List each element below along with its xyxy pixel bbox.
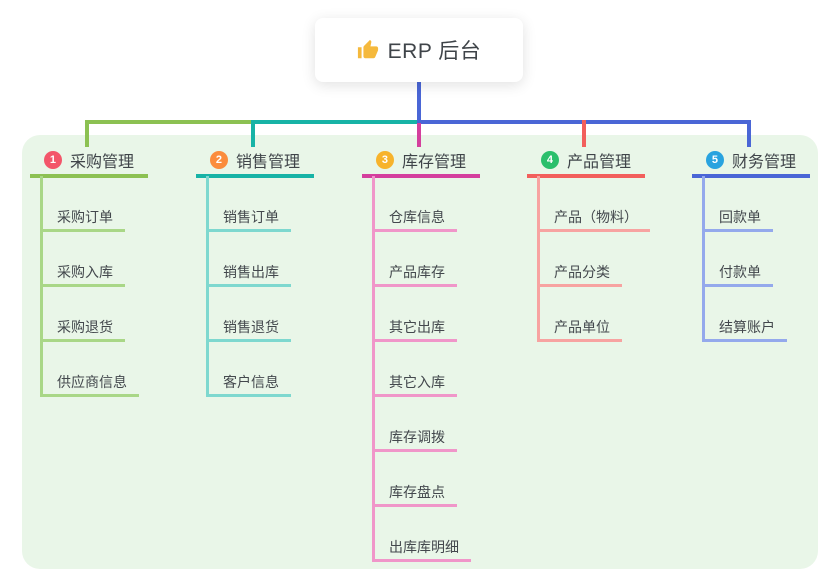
branch-node-5[interactable]: 5 财务管理 — [692, 146, 810, 174]
branch-underline — [196, 174, 314, 178]
child-node[interactable]: 其它出库 — [372, 316, 457, 342]
child-node[interactable]: 客户信息 — [206, 371, 291, 397]
branch-node-3[interactable]: 3 库存管理 — [362, 146, 480, 174]
children-vertical-line — [702, 176, 705, 342]
bus-segment-teal — [251, 120, 419, 124]
child-node[interactable]: 销售订单 — [206, 206, 291, 232]
root-node-label: ERP 后台 — [387, 40, 482, 63]
branch-title-label: 销售管理 — [235, 154, 300, 171]
child-node[interactable]: 采购订单 — [40, 206, 125, 232]
branch-node-2[interactable]: 2 销售管理 — [196, 146, 314, 174]
branch-title-label: 采购管理 — [69, 154, 134, 171]
child-node[interactable]: 出库库明细 — [372, 536, 471, 562]
branch-number-badge: 5 — [705, 151, 724, 169]
mindmap-background-panel — [22, 135, 818, 569]
branch-underline — [30, 174, 148, 178]
branch-title-label: 库存管理 — [401, 154, 466, 171]
child-node[interactable]: 回款单 — [702, 206, 773, 232]
children-vertical-line — [372, 176, 375, 562]
child-node[interactable]: 供应商信息 — [40, 371, 139, 397]
branch-drop-line — [582, 120, 586, 147]
branch-underline — [362, 174, 480, 178]
trunk-line — [417, 82, 421, 124]
child-node[interactable]: 产品单位 — [537, 316, 622, 342]
branch-drop-line — [417, 123, 421, 147]
branch-number-badge: 2 — [209, 151, 228, 169]
branch-drop-line — [85, 120, 89, 147]
child-node[interactable]: 仓库信息 — [372, 206, 457, 232]
child-node[interactable]: 库存盘点 — [372, 481, 457, 507]
thumbs-up-icon — [357, 39, 378, 59]
child-node[interactable]: 产品（物料） — [537, 206, 650, 232]
branch-number-badge: 1 — [43, 151, 62, 169]
child-node[interactable]: 产品分类 — [537, 261, 622, 287]
branch-number-badge: 4 — [540, 151, 559, 169]
child-node[interactable]: 销售出库 — [206, 261, 291, 287]
branch-number-badge: 3 — [375, 151, 394, 169]
root-node[interactable]: ERP 后台 — [315, 18, 523, 82]
branch-underline — [527, 174, 645, 178]
branch-title-label: 产品管理 — [566, 154, 631, 171]
branch-title-label: 财务管理 — [731, 154, 796, 171]
child-node[interactable]: 其它入库 — [372, 371, 457, 397]
child-node[interactable]: 销售退货 — [206, 316, 291, 342]
child-node[interactable]: 付款单 — [702, 261, 773, 287]
children-vertical-line — [537, 176, 540, 342]
child-node[interactable]: 产品库存 — [372, 261, 457, 287]
branch-node-1[interactable]: 1 采购管理 — [30, 146, 148, 174]
branch-node-4[interactable]: 4 产品管理 — [527, 146, 645, 174]
branch-underline — [692, 174, 810, 178]
child-node[interactable]: 结算账户 — [702, 316, 787, 342]
child-node[interactable]: 采购入库 — [40, 261, 125, 287]
branch-drop-line — [747, 120, 751, 147]
branch-drop-line — [251, 120, 255, 147]
child-node[interactable]: 库存调拨 — [372, 426, 457, 452]
child-node[interactable]: 采购退货 — [40, 316, 125, 342]
bus-segment-green — [85, 120, 253, 124]
